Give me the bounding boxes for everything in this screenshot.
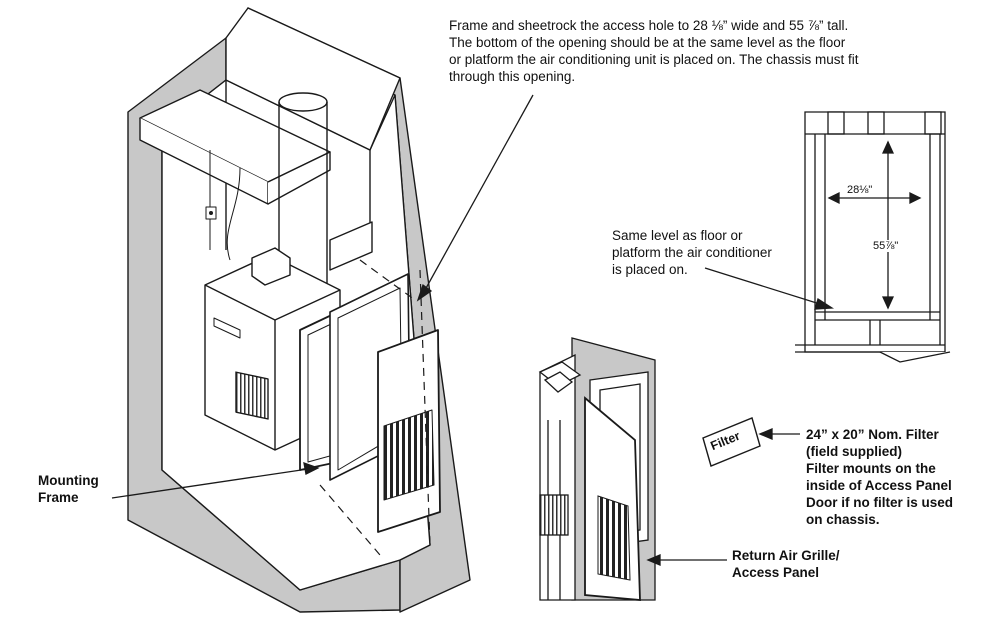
mounting-frame-label: Mounting Frame	[38, 472, 128, 506]
elevation-view	[795, 111, 951, 363]
filter-note-line: (field supplied)	[806, 444, 902, 459]
height-dimension-label: 55⅞"	[872, 240, 900, 252]
filter-note-line: Filter mounts on the	[806, 461, 936, 476]
return-air-line: Return Air Grille/	[732, 548, 840, 563]
same-level-note: Same level as floor or platform the air …	[612, 227, 812, 278]
detail-view	[538, 337, 656, 601]
leader-lines	[111, 94, 835, 566]
access-hole-line: Frame and sheetrock the access hole to 2…	[449, 18, 849, 33]
filter-note-line: Door if no filter is used	[806, 495, 954, 510]
filter-tag	[702, 417, 761, 467]
closet-illustration	[127, 7, 471, 613]
same-level-line: is placed on.	[612, 262, 688, 277]
access-hole-line: The bottom of the opening should be at t…	[449, 35, 846, 50]
return-air-label: Return Air Grille/ Access Panel	[732, 547, 882, 581]
width-dimension-label: 28⅛"	[846, 184, 874, 196]
mounting-frame-line: Mounting	[38, 473, 99, 488]
same-level-line: Same level as floor or	[612, 228, 743, 243]
filter-note-line: inside of Access Panel	[806, 478, 952, 493]
access-hole-note: Frame and sheetrock the access hole to 2…	[449, 17, 969, 85]
filter-note-line: 24” x 20” Nom. Filter	[806, 427, 939, 442]
mounting-frame-line: Frame	[38, 490, 79, 505]
return-air-line: Access Panel	[732, 565, 820, 580]
filter-note: 24” x 20” Nom. Filter (field supplied) F…	[806, 426, 986, 528]
filter-note-line: on chassis.	[806, 512, 880, 527]
same-level-line: platform the air conditioner	[612, 245, 772, 260]
access-hole-line: or platform the air conditioning unit is…	[449, 52, 859, 67]
access-hole-line: through this opening.	[449, 69, 576, 84]
